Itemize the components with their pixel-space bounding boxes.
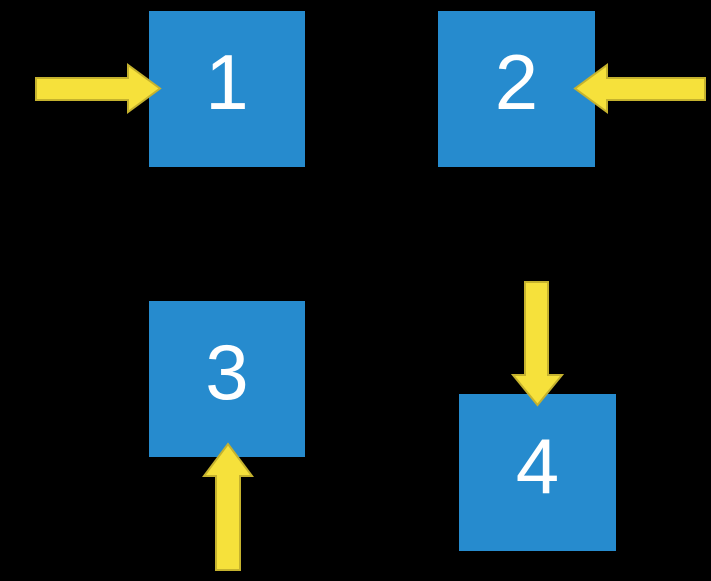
arrow-up-icon — [202, 442, 254, 571]
box-4-number: 4 — [515, 421, 560, 510]
numbered-box-3: 3 — [149, 301, 305, 457]
box-1-number: 1 — [205, 38, 249, 126]
numbered-box-4: 4 — [459, 394, 616, 551]
numbered-box-2: 2 — [438, 11, 595, 167]
box-3-number: 3 — [205, 328, 249, 416]
arrow-down-icon — [510, 281, 565, 407]
numbered-box-1: 1 — [149, 11, 305, 167]
box-2-number: 2 — [494, 38, 539, 126]
arrow-right-icon — [35, 63, 162, 114]
